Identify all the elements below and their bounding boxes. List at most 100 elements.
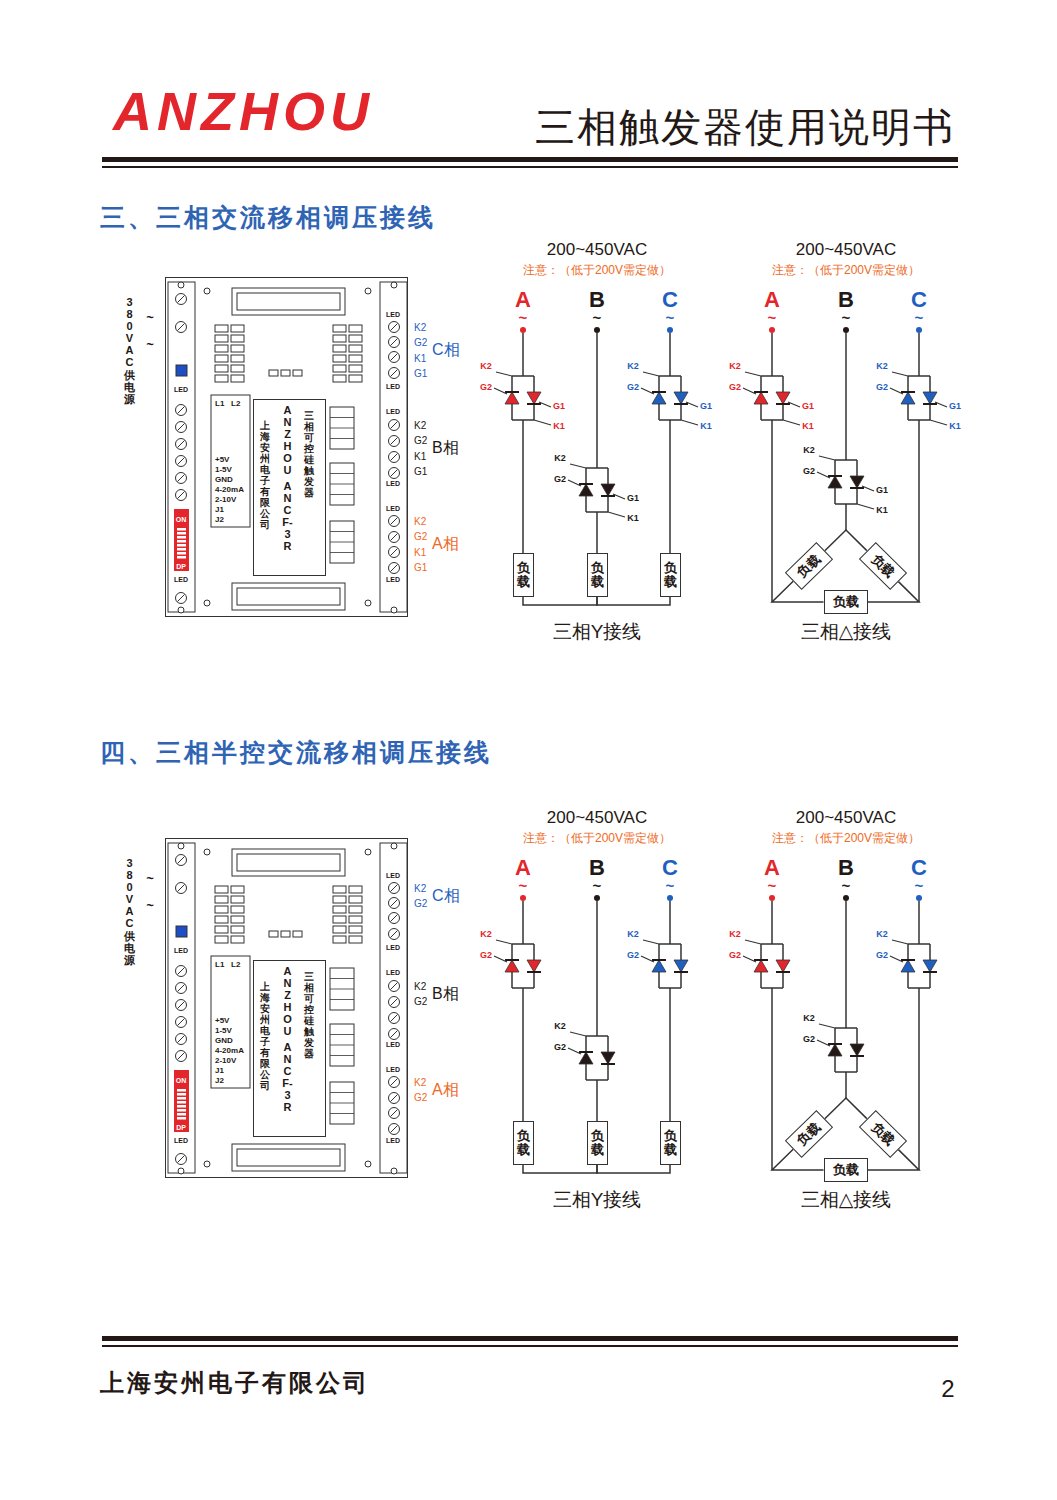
led-label: LED: [386, 1137, 400, 1145]
thyristor-frame: [907, 944, 909, 988]
thyristor-frame: [929, 376, 931, 420]
led-label: LED: [174, 947, 188, 955]
chip-pad: [215, 345, 228, 352]
pin-label: K2: [414, 981, 426, 992]
nameplate-text: 三相可控硅触发器: [304, 410, 314, 498]
chip-pad: [333, 345, 346, 352]
screw-slot: [391, 900, 398, 907]
terminal-dot: [916, 895, 922, 901]
phase-letter: B: [589, 288, 605, 312]
pin-label: G2: [876, 383, 888, 393]
mounting-hole: [204, 600, 210, 606]
pin-label: G2: [414, 898, 427, 909]
thyristor-frame: [658, 376, 660, 420]
phase-wire: [522, 988, 524, 1121]
diode-symbol: [923, 960, 937, 972]
screw-terminal: [389, 516, 400, 527]
wiring-caption: 三相△接线: [801, 622, 892, 643]
switch-label: DP: [176, 563, 186, 571]
screw-slot: [391, 518, 398, 525]
chip-pad: [349, 365, 362, 372]
pin-label: G1: [414, 367, 427, 378]
led-label: LED: [386, 1041, 400, 1049]
pin-label: G1: [414, 561, 427, 572]
chip-pad: [333, 325, 346, 332]
pulse-table: [330, 407, 354, 449]
dip-lever: [177, 1117, 186, 1120]
pin-label: G2: [876, 951, 888, 961]
terminal-table: [211, 395, 250, 527]
mounting-hole: [391, 843, 397, 849]
screw-terminal: [389, 1077, 400, 1088]
load-label: 负载: [591, 1129, 604, 1158]
screw-terminal: [176, 883, 187, 894]
pin-label: K2: [480, 362, 492, 372]
screw-terminal: [176, 983, 187, 994]
table-rule: [330, 484, 354, 485]
load-box: 负载: [858, 542, 906, 590]
chip-pad: [215, 325, 228, 332]
thyristor-frame: [511, 376, 513, 420]
terminal-label: 4-20mA: [215, 1047, 244, 1056]
ac-symbol: ~: [666, 310, 675, 327]
screw-slot: [178, 475, 185, 482]
chip-pad: [231, 365, 244, 372]
nameplate-panel: ANZHOU三相可控硅触发器ANCF-3R上海安州电子有限公司: [253, 960, 326, 1137]
mounting-hole: [178, 282, 184, 288]
dip-lever: [177, 544, 186, 547]
screw-slot: [178, 407, 185, 414]
pin-label: G2: [729, 383, 741, 393]
screw-slot: [178, 424, 185, 431]
ac-symbol: ~: [842, 878, 851, 895]
mounting-hole: [391, 607, 397, 613]
screw-terminal: [389, 1013, 400, 1024]
dip-lever: [177, 556, 186, 559]
nameplate-text: ANCF-3R: [282, 480, 293, 553]
terminal-label: J2: [215, 1077, 224, 1086]
chip-pad: [215, 365, 228, 372]
table-rule: [330, 473, 354, 474]
diode-symbol: [527, 960, 541, 972]
dip-lever: [177, 1093, 186, 1096]
terminal-label: 2-10V: [215, 1057, 236, 1066]
voltage-range: 200~450VAC: [547, 241, 647, 260]
screw-slot: [391, 983, 398, 990]
thyristor-frame: [586, 511, 608, 513]
pin-label: K2: [803, 1014, 815, 1024]
pin-label: G2: [414, 996, 427, 1007]
screw-slot: [178, 968, 185, 975]
power-indicator: [176, 926, 187, 937]
load-label: 负载: [793, 1118, 824, 1149]
screw-terminal: [389, 1124, 400, 1135]
screw-terminal: [176, 593, 187, 604]
screw-slot: [178, 324, 185, 331]
phase-label: B相: [432, 985, 459, 1003]
phase-label: A相: [432, 535, 459, 553]
scr-bar: [776, 971, 790, 973]
pin-label: G2: [414, 531, 427, 542]
pin-label: K2: [554, 454, 566, 464]
chip-pad: [215, 936, 228, 943]
chip-pad: [349, 886, 362, 893]
screw-slot: [391, 438, 398, 445]
gate-lead: [686, 402, 698, 407]
pin-label: G2: [803, 467, 815, 477]
supply-label: 380VAC供电源: [124, 857, 135, 966]
switch-label: DP: [176, 1124, 186, 1132]
led-label: LED: [386, 969, 400, 977]
terminal-label: 1-5V: [215, 466, 232, 475]
screw-terminal: [176, 1051, 187, 1062]
screw-terminal: [389, 1108, 400, 1119]
pin-label: G1: [414, 465, 427, 476]
screw-terminal: [389, 913, 400, 924]
thyristor-frame: [856, 460, 858, 504]
terminal-label: +5V: [215, 456, 229, 465]
pin-label: G2: [729, 951, 741, 961]
chip-pad: [231, 335, 244, 342]
screw-slot: [178, 1156, 185, 1163]
table-rule: [330, 1103, 354, 1104]
chip-pad: [349, 906, 362, 913]
screw-slot: [178, 296, 185, 303]
phase-wire: [522, 901, 524, 944]
dip-lever: [177, 552, 186, 555]
